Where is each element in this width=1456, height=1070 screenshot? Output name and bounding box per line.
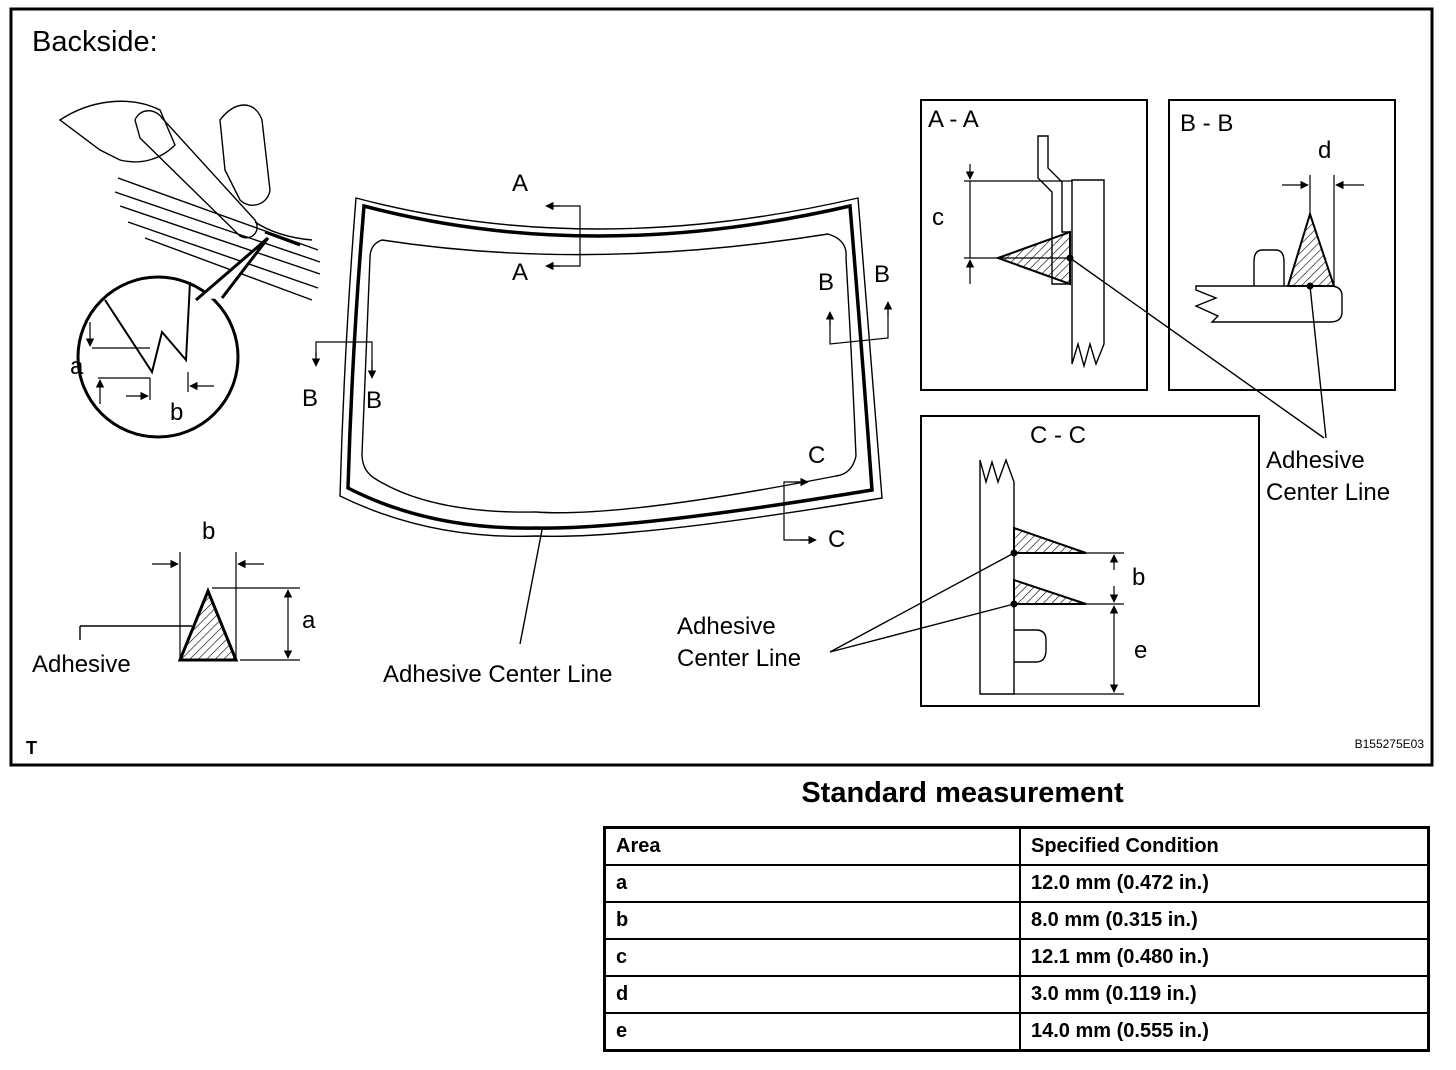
section-cc-title: C - C [1030,422,1086,449]
cell-area: a [603,864,1021,903]
profile-dim-b: b [202,518,215,545]
profile-dim-a: a [302,607,316,634]
header-area: Area [603,826,1021,866]
header-specified-condition: Specified Condition [1019,826,1430,866]
applicator-hand-illustration [58,100,321,301]
cell-condition: 8.0 mm (0.315 in.) [1019,901,1430,940]
table-row: e 14.0 mm (0.555 in.) [603,1012,1430,1052]
bb-center-line-leader [1309,285,1327,439]
table-header-row: Area Specified Condition [603,826,1430,866]
cell-area: c [603,938,1021,977]
cc-center-line-leader-2 [829,603,1015,653]
section-cc-panel: C - C b e [920,415,1260,707]
section-cut-markers [311,201,893,545]
windshield-center-line-label: Adhesive Center Line [383,661,612,688]
right-center-line-label-2: Center Line [1266,479,1390,506]
cell-condition: 12.0 mm (0.472 in.) [1019,864,1430,903]
standard-measurement-table: Area Specified Condition a 12.0 mm (0.47… [603,826,1430,1052]
cell-condition: 3.0 mm (0.119 in.) [1019,975,1430,1014]
circle-dim-b: b [170,399,183,426]
windshield-outline [339,197,883,538]
footer-marker: T [26,738,37,758]
section-aa-panel: A - A c [920,99,1148,391]
circle-dim-a: a [70,353,84,380]
cut-label-a-bottom: A [512,259,528,286]
table-row: d 3.0 mm (0.119 in.) [603,975,1430,1014]
cc-center-line-label-1: Adhesive [677,613,776,640]
center-line-leader [519,529,543,645]
aa-dim-c: c [932,204,944,231]
cut-label-b-left-inner: B [366,387,382,414]
cut-label-c-top: C [808,442,825,469]
cell-area: b [603,901,1021,940]
adhesive-label: Adhesive [32,651,131,678]
right-center-line-label-1: Adhesive [1266,447,1365,474]
table-row: c 12.1 mm (0.480 in.) [603,938,1430,977]
cc-center-line-label-2: Center Line [677,645,801,672]
installation-diagram: Backside: a b b a [9,7,1434,767]
aa-center-line-leader [1069,257,1325,439]
standard-measurement-title: Standard measurement [801,777,1124,809]
table-row: a 12.0 mm (0.472 in.) [603,864,1430,903]
figure-title: Backside: [32,26,158,58]
adhesive-bead-profile: b a Adhesive [32,518,316,678]
cell-condition: 12.1 mm (0.480 in.) [1019,938,1430,977]
cut-label-b-right-inner: B [818,269,834,296]
cc-dim-b: b [1132,564,1145,591]
bb-dim-d: d [1318,137,1331,164]
cc-center-line-leader-1 [829,552,1015,653]
figure-code: B155275E03 [1355,737,1425,751]
cut-label-c-bottom: C [828,526,845,553]
cell-area: d [603,975,1021,1014]
cut-label-b-left-outer: B [302,385,318,412]
section-bb-panel: B - B d [1168,99,1396,391]
cell-area: e [603,1012,1021,1052]
figure-frame [9,7,1434,767]
section-bb-title: B - B [1180,110,1233,137]
cc-dim-e: e [1134,637,1147,664]
section-aa-title: A - A [928,106,979,133]
cut-label-b-right-outer: B [874,261,890,288]
table-row: b 8.0 mm (0.315 in.) [603,901,1430,940]
cell-condition: 14.0 mm (0.555 in.) [1019,1012,1430,1052]
cut-label-a-top: A [512,170,528,197]
magnified-bead-circle: a b [70,236,270,439]
